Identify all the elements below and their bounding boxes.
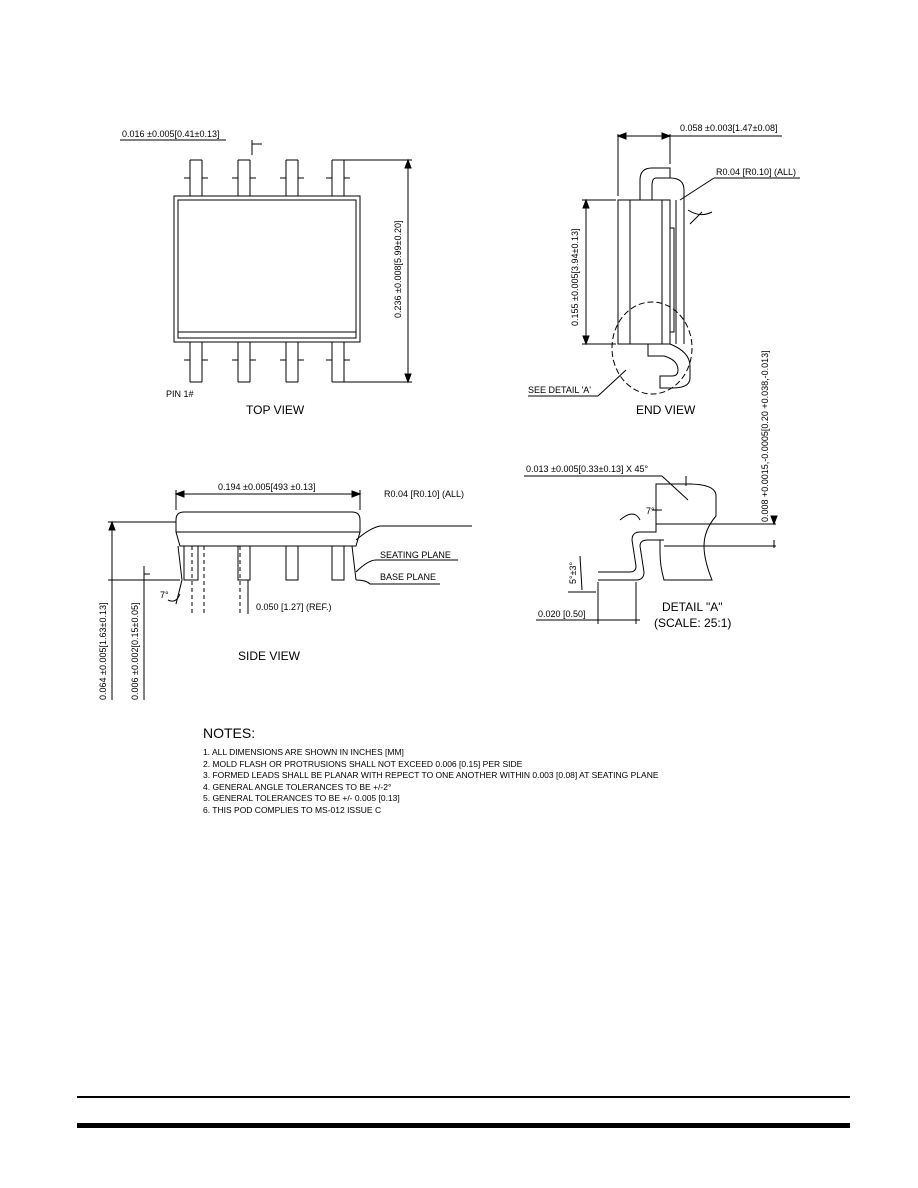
side-leads: [177, 545, 357, 581]
side-view: [108, 490, 472, 700]
side-radius-note: R0.04 [R0.10] (ALL): [384, 489, 464, 499]
top-view-title: TOP VIEW: [246, 403, 305, 417]
see-detail-callout: SEE DETAIL 'A': [528, 385, 591, 395]
top-view: [120, 139, 412, 384]
end-radius-note: R0.04 [R0.10] (ALL): [716, 167, 796, 177]
package-outline-drawing: 0.016 ±0.005[0.41±0.13] 0.236 ±0.008[5.9…: [98, 123, 800, 700]
lead-thickness-dim: 0.058 ±0.003[1.47±0.08]: [680, 123, 777, 133]
lead-angle-label: 7°: [646, 506, 655, 516]
detail-a-lead: [598, 483, 692, 581]
note-item: 4. GENERAL ANGLE TOLERANCES TO BE +/-2°: [203, 781, 392, 792]
side-angle-label: 7°: [160, 590, 169, 600]
side-length-dim: 0.194 ±0.005[493 ±0.13]: [218, 482, 315, 492]
height-dim: 0.064 ±0.005[1.63±0.13]: [98, 603, 108, 700]
notes-title: NOTES:: [203, 725, 256, 741]
end-view: [528, 132, 800, 397]
end-view-lead: [639, 167, 685, 344]
footer-rule-thick: [77, 1123, 850, 1128]
lead-foot-dim: 0.008 +0.0015,-0.0005[0.20 +0.038,-0.013…: [760, 350, 770, 522]
body-width-dim: 0.236 ±0.008[5.99±0.20]: [393, 221, 403, 318]
top-leads: [184, 159, 350, 196]
standoff-dim: 0.006 ±0.002[0.15±0.05]: [130, 603, 140, 700]
note-item: 5. GENERAL TOLERANCES TO BE +/- 0.005 [0…: [203, 793, 400, 803]
note-item: 6. THIS POD COMPLIES TO MS-012 ISSUE C: [203, 804, 382, 815]
notes-block: NOTES: 1. ALL DIMENSIONS ARE SHOWN IN IN…: [203, 725, 659, 816]
note-item: 2. MOLD FLASH OR PROTRUSIONS SHALL NOT E…: [203, 758, 523, 769]
detail-a-view: [524, 475, 778, 624]
lead-width-dim: 0.016 ±0.005[0.41±0.13]: [122, 129, 219, 139]
chamfer-dim: 0.013 ±0.005[0.33±0.13] X 45°: [526, 464, 648, 474]
note-item: 3. FORMED LEADS SHALL BE PLANAR WITH REP…: [203, 770, 659, 780]
detail-a-scale: (SCALE: 25:1): [654, 616, 731, 630]
detail-a-title: DETAIL "A": [662, 600, 723, 614]
detail-circle: [611, 301, 693, 395]
body-height-dim: 0.155 ±0.005[3.94±0.13]: [570, 229, 580, 326]
side-view-body: [175, 511, 361, 533]
end-view-title: END VIEW: [636, 403, 696, 417]
top-view-body: [173, 195, 361, 343]
note-item: 1. ALL DIMENSIONS ARE SHOWN IN INCHES [M…: [203, 747, 404, 757]
bottom-leads: [184, 342, 350, 383]
footer-rule-thin: [77, 1096, 850, 1098]
side-view-title: SIDE VIEW: [238, 649, 301, 663]
foot-length-dim: 0.020 [0.50]: [538, 609, 586, 619]
pin1-label: PIN 1#: [166, 389, 194, 399]
top-view-body-inner: [177, 199, 357, 339]
base-plane-label: BASE PLANE: [380, 572, 436, 582]
seating-plane-label: SEATING PLANE: [380, 550, 451, 560]
pitch-dim: 0.050 [1.27] (REF.): [256, 602, 332, 612]
foot-angle-label: 5°±3°: [568, 561, 578, 584]
